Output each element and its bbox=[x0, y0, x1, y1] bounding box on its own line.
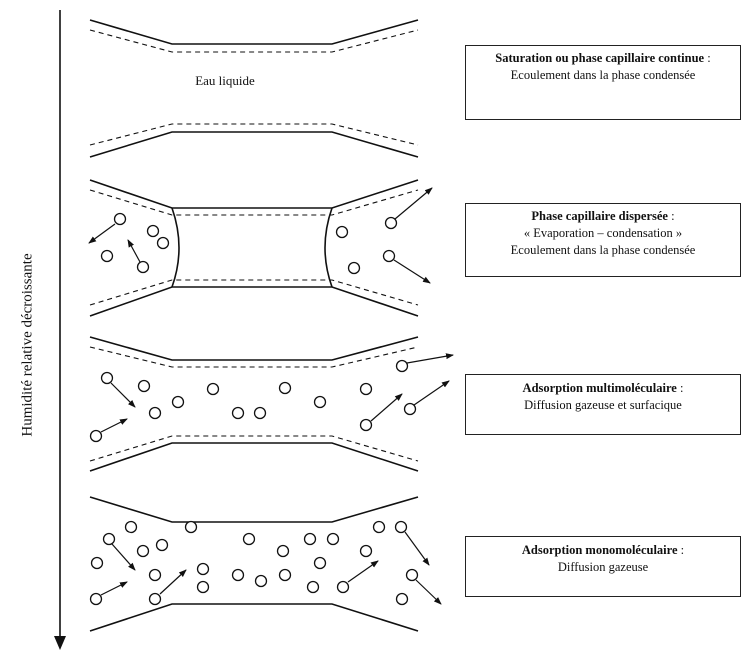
pore-wall-bottom bbox=[89, 603, 419, 632]
molecule-trajectories bbox=[88, 187, 433, 284]
pore-wall-bottom bbox=[89, 286, 419, 317]
regime-description: « Evaporation – condensation » bbox=[523, 226, 683, 240]
pore-wall-top bbox=[89, 179, 419, 209]
water-film bbox=[89, 29, 419, 146]
pore-wall-bottom bbox=[89, 131, 419, 158]
molecule-trajectories bbox=[100, 531, 442, 605]
liquid-water-label: Eau liquide bbox=[195, 73, 255, 88]
regime-description: Ecoulement dans la phase condensée bbox=[510, 243, 696, 257]
regime-box-multimolecular: Adsorption multimoléculaire : Diffusion … bbox=[465, 374, 741, 435]
regime-description: Ecoulement dans la phase condensée bbox=[510, 68, 696, 82]
meniscus-left bbox=[171, 207, 180, 288]
water-film bbox=[89, 346, 419, 462]
pore-monomolecular bbox=[89, 496, 419, 632]
regime-title: Adsorption monomoléculaire bbox=[521, 543, 678, 557]
regime-description: Diffusion gazeuse bbox=[557, 560, 649, 574]
pore-wall-top bbox=[89, 336, 419, 361]
meniscus-right bbox=[324, 207, 333, 288]
pore-multimolecular bbox=[89, 336, 419, 472]
vapour-molecules bbox=[89, 359, 417, 443]
regime-title: Adsorption multimoléculaire bbox=[522, 381, 677, 395]
vapour-molecules bbox=[100, 212, 398, 275]
vapour-molecules bbox=[89, 520, 419, 606]
regime-box-monomolecular: Adsorption monomoléculaire : Diffusion g… bbox=[465, 536, 741, 597]
pore-wall-top bbox=[89, 496, 419, 523]
humidity-axis-arrowhead bbox=[54, 636, 66, 650]
pore-dispersed bbox=[89, 179, 419, 317]
regime-description: Diffusion gazeuse et surfacique bbox=[524, 398, 682, 412]
molecule-trajectories bbox=[100, 353, 454, 433]
regime-box-saturation: Saturation ou phase capillaire continue … bbox=[465, 45, 741, 120]
regime-title: Saturation ou phase capillaire continue bbox=[495, 51, 705, 65]
water-film bbox=[89, 189, 419, 306]
regime-box-dispersed: Phase capillaire dispersée : « Evaporati… bbox=[465, 203, 741, 277]
pore-saturated bbox=[89, 19, 419, 158]
humidity-axis-text: Humidité relative décroissante bbox=[19, 253, 36, 437]
pore-wall-bottom bbox=[89, 442, 419, 472]
regime-title: Phase capillaire dispersée bbox=[531, 209, 668, 223]
pore-wall-top bbox=[89, 19, 419, 45]
